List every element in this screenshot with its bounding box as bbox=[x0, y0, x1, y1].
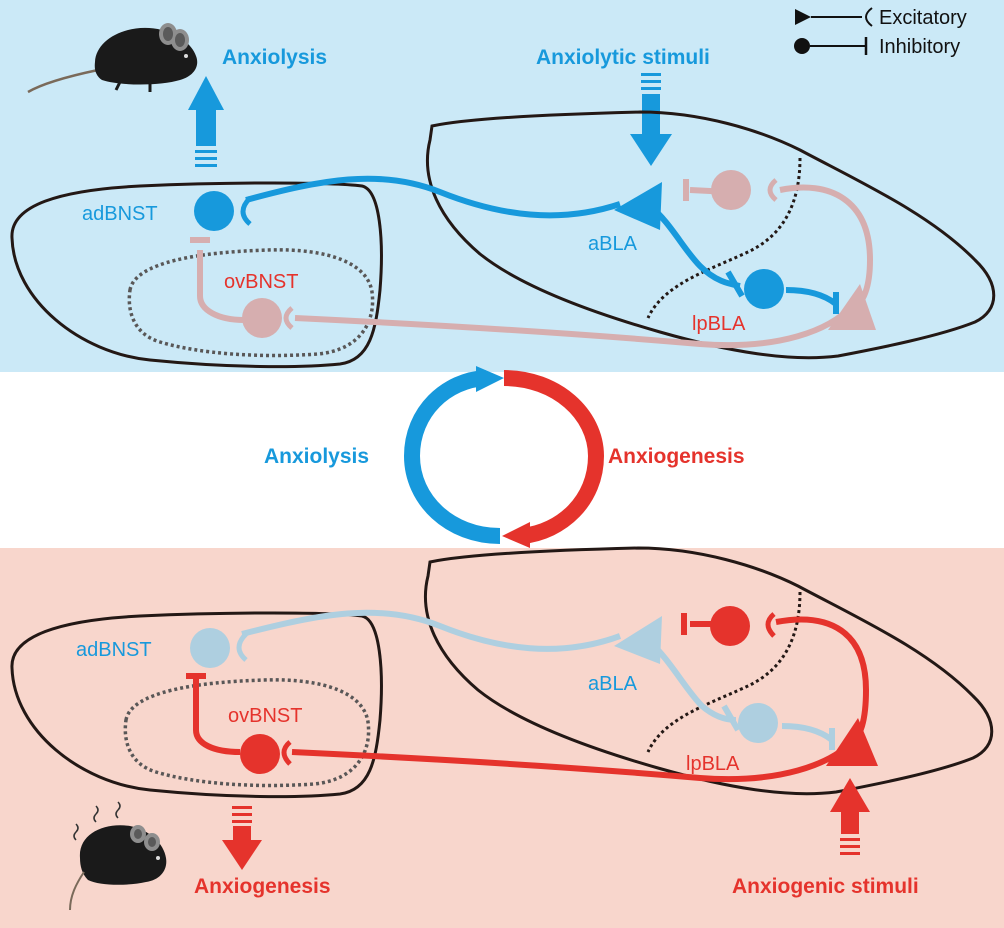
bottom-output-label: Anxiogenesis bbox=[194, 875, 331, 898]
mouse-icon bbox=[27, 23, 198, 94]
mouse-anxious-icon bbox=[69, 801, 167, 911]
state-cycle: Anxiolysis Anxiogenesis bbox=[264, 366, 745, 548]
bottom-adbnst-synapse-faded bbox=[236, 632, 248, 662]
top-lpbla-label: lpBLA bbox=[692, 313, 746, 335]
cycle-arrow-blue bbox=[403, 370, 501, 544]
top-lpbla-interneuron-faded bbox=[711, 170, 751, 210]
bottom-adbnst-neuron-faded bbox=[190, 628, 230, 668]
cycle-arrowhead-red bbox=[502, 522, 530, 548]
bottom-abla-pyramidal-faded bbox=[614, 616, 662, 664]
top-abla-to-lpbla-inhibitory-bar bbox=[725, 270, 745, 298]
bottom-lpbla-interneuron bbox=[710, 606, 750, 646]
bottom-panel-background bbox=[0, 548, 1004, 928]
bottom-ovbnst-neuron bbox=[240, 734, 280, 774]
top-lpbla-interneuron-synapse bbox=[767, 178, 778, 202]
cycle-arrowhead-blue bbox=[476, 366, 504, 392]
bottom-panel: adBNST ovBNST aBLA lpBLA Anxiogenesis An… bbox=[10, 546, 994, 911]
anxiogenesis-output-arrow bbox=[222, 806, 262, 870]
legend-inhibitory-label: Inhibitory bbox=[879, 36, 960, 58]
legend: Excitatory Inhibitory bbox=[794, 7, 967, 58]
bottom-adbnst-label: adBNST bbox=[76, 639, 152, 661]
bottom-stimulus-label: Anxiogenic stimuli bbox=[732, 875, 919, 898]
top-adbnst-label: adBNST bbox=[82, 203, 158, 225]
top-stimulus-label: Anxiolytic stimuli bbox=[536, 46, 710, 69]
cycle-left-label: Anxiolysis bbox=[264, 445, 369, 468]
bla-subdivision-bottom bbox=[646, 591, 802, 753]
bla-outline bbox=[425, 110, 996, 360]
top-abla-label: aBLA bbox=[588, 233, 638, 255]
anxiolysis-output-arrow bbox=[188, 76, 224, 167]
bottom-ovbnst-synapse bbox=[281, 740, 292, 766]
bnst-outline bbox=[10, 181, 383, 369]
top-ovbnst-neuron bbox=[242, 298, 282, 338]
bottom-abla-to-lpbla-bar-faded bbox=[721, 704, 741, 732]
cycle-arrow-red bbox=[503, 370, 605, 544]
bnst-outline-bottom bbox=[10, 611, 383, 799]
top-adbnst-synapse bbox=[240, 196, 252, 226]
bottom-abla-label: aBLA bbox=[588, 673, 638, 695]
bla-subdivision bbox=[646, 157, 802, 319]
top-lpbla-interneuron bbox=[744, 269, 784, 309]
top-lpbla-pyramidal-faded bbox=[828, 284, 876, 330]
bottom-ovbnst-label: ovBNST bbox=[228, 705, 302, 727]
top-adbnst-neuron bbox=[194, 191, 234, 231]
top-ovbnst-label: ovBNST bbox=[224, 271, 298, 293]
top-output-label: Anxiolysis bbox=[222, 46, 327, 69]
cycle-right-label: Anxiogenesis bbox=[608, 445, 745, 468]
bottom-lpbla-interneuron-synapse bbox=[765, 612, 776, 638]
bottom-lpbla-label: lpBLA bbox=[686, 753, 740, 775]
bla-outline-bottom bbox=[423, 546, 994, 796]
anxiolytic-stimuli-arrow bbox=[630, 73, 672, 166]
bottom-lpbla-pyramidal-neuron bbox=[826, 718, 878, 766]
anxiogenic-stimuli-arrow bbox=[830, 778, 870, 855]
legend-excitatory-label: Excitatory bbox=[879, 7, 967, 29]
top-abla-pyramidal-neuron bbox=[614, 182, 662, 230]
top-panel: Anxiolysis Anxiolytic stimuli bbox=[10, 23, 996, 369]
bottom-lpbla-interneuron-faded bbox=[738, 703, 778, 743]
top-ovbnst-synapse bbox=[283, 306, 294, 330]
inhibitory-synapse-icon bbox=[794, 37, 868, 55]
excitatory-synapse-icon bbox=[795, 7, 873, 27]
